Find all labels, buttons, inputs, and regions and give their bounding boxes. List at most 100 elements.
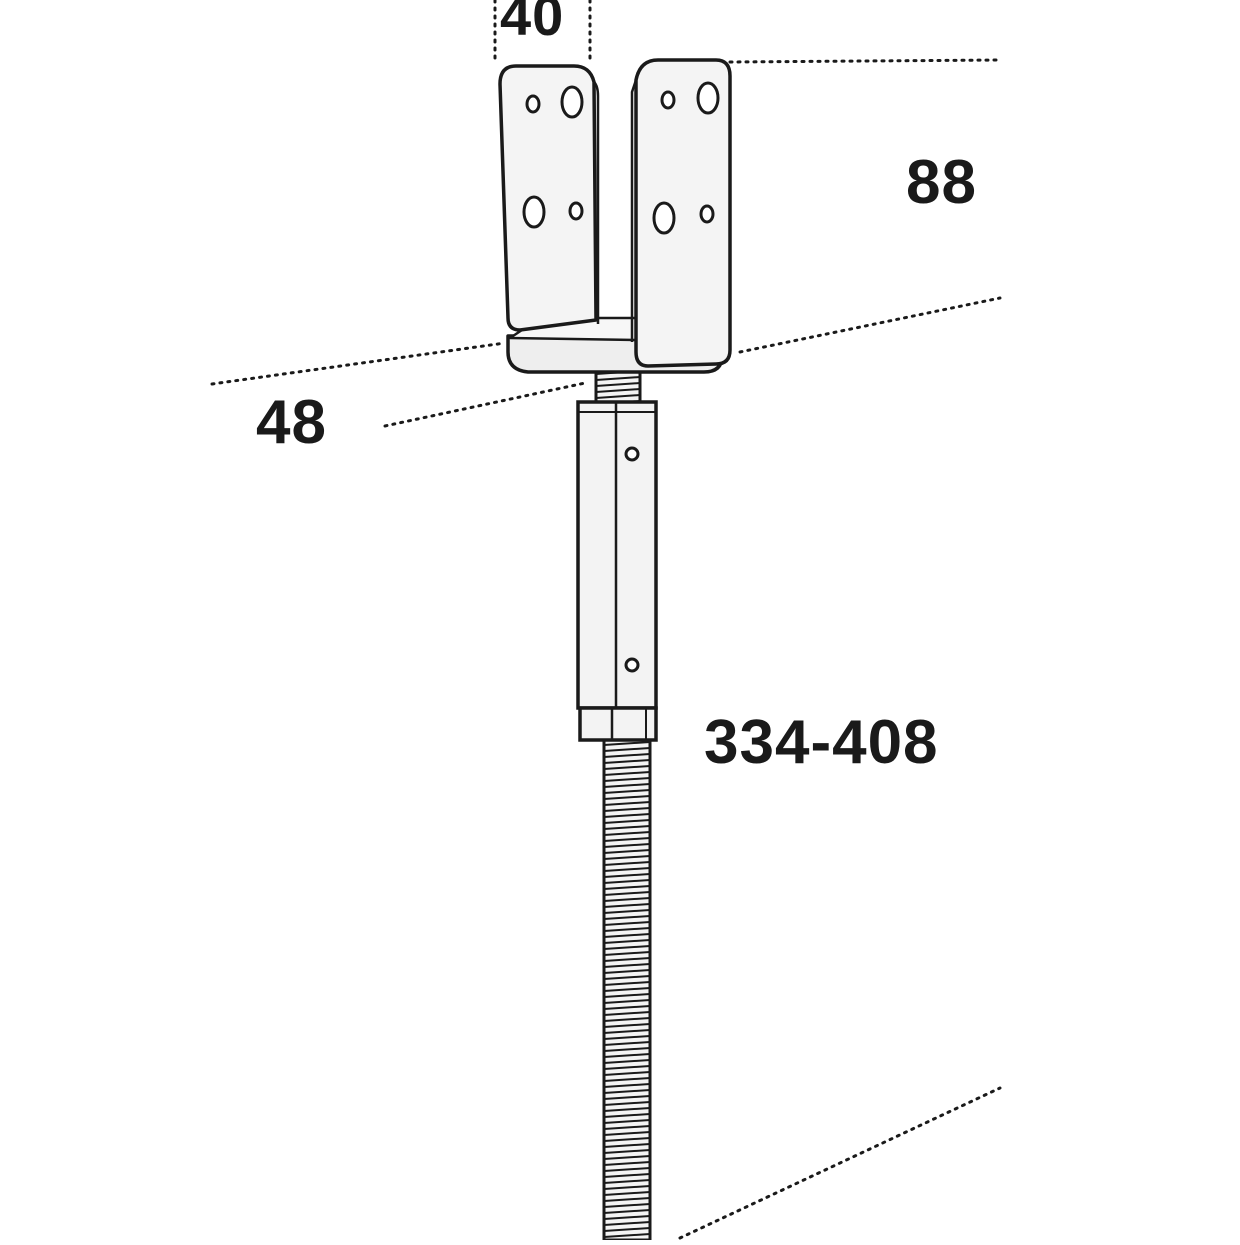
thread-line [603, 843, 651, 848]
thread-line [603, 1137, 651, 1142]
thread-line [603, 921, 651, 926]
thread-line [603, 771, 651, 776]
thread-line [603, 1179, 651, 1184]
thread-line [603, 999, 651, 1004]
thread-line [603, 1185, 651, 1190]
thread-line [603, 975, 651, 980]
thread-line [603, 1167, 651, 1172]
thread-line [603, 741, 651, 746]
thread-line [603, 819, 651, 824]
thread-line [603, 831, 651, 836]
dimension-label-depth: 48 [256, 388, 327, 457]
thread-line [603, 903, 651, 908]
thread-line [603, 837, 651, 842]
thread-line [603, 795, 651, 800]
thread-line [603, 855, 651, 860]
thread-line [603, 1077, 651, 1082]
thread-line [603, 777, 651, 782]
thread-line [603, 1083, 651, 1088]
thread-line [603, 1041, 651, 1046]
thread-line [603, 1005, 651, 1010]
thread-line [603, 1191, 651, 1196]
thread-line [603, 1035, 651, 1040]
thread-line [603, 1197, 651, 1202]
dim-length-bottom-line [678, 1086, 1002, 1240]
thread-line [595, 388, 641, 393]
thread-line [603, 1113, 651, 1118]
thread-line [603, 915, 651, 920]
dim-88-bottom-line [738, 296, 1002, 354]
dim-88-top-line [728, 58, 1002, 64]
thread-line [603, 1215, 651, 1220]
thread-line [603, 1047, 651, 1052]
thread-line [603, 1071, 651, 1076]
thread-line [603, 1023, 651, 1028]
thread-line [603, 957, 651, 962]
thread-line [603, 753, 651, 758]
thread-line [603, 993, 651, 998]
thread-line [603, 747, 651, 752]
u-bracket-icon [498, 58, 732, 374]
thread-line [603, 1221, 651, 1226]
thread-line [603, 849, 651, 854]
thread-line [603, 1233, 651, 1238]
thread-line [603, 1065, 651, 1070]
dimension-label-height: 88 [906, 148, 977, 217]
dimension-label-width: 40 [500, 0, 565, 47]
thread-line [603, 1131, 651, 1136]
thread-line [603, 783, 651, 788]
thread-line [603, 1227, 651, 1232]
threaded-rod [602, 736, 652, 1242]
dim-48-lower-line [383, 381, 587, 428]
thread-line [603, 1101, 651, 1106]
thread-line [603, 825, 651, 830]
thread-line [603, 1017, 651, 1022]
thread-line [603, 945, 651, 950]
thread-line [603, 789, 651, 794]
dimension-lines [210, 0, 1002, 1240]
thread-line [603, 969, 651, 974]
thread-line [595, 376, 641, 381]
thread-line [603, 801, 651, 806]
hex-sleeve-icon [576, 400, 658, 742]
thread-line [603, 873, 651, 878]
thread-line [603, 861, 651, 866]
thread-line [603, 933, 651, 938]
thread-line [603, 1203, 651, 1208]
thread-line [603, 897, 651, 902]
thread-line [603, 1029, 651, 1034]
thread-line [603, 909, 651, 914]
thread-line [603, 813, 651, 818]
thread-line [603, 1089, 651, 1094]
thread-line [603, 1209, 651, 1214]
thread-line [603, 927, 651, 932]
rod-thread-lines [603, 741, 651, 1238]
thread-line [603, 1053, 651, 1058]
thread-line [603, 1149, 651, 1154]
thread-line [603, 1173, 651, 1178]
thread-line [603, 1107, 651, 1112]
thread-line [603, 1143, 651, 1148]
thread-line [603, 1095, 651, 1100]
thread-line [603, 1059, 651, 1064]
thread-line [595, 394, 641, 399]
thread-line [603, 1011, 651, 1016]
thread-line [603, 807, 651, 812]
thread-line [603, 939, 651, 944]
dim-48-upper-line [210, 341, 507, 386]
thread-line [603, 1119, 651, 1124]
thread-line [603, 987, 651, 992]
thread-line [603, 1125, 651, 1130]
thread-line [595, 382, 641, 387]
bracket-holes [522, 81, 720, 235]
thread-line [603, 951, 651, 956]
thread-line [603, 879, 651, 884]
thread-line [603, 981, 651, 986]
thread-line [603, 867, 651, 872]
thread-line [603, 765, 651, 770]
thread-line [603, 1155, 651, 1160]
thread-line [603, 885, 651, 890]
thread-line [603, 891, 651, 896]
